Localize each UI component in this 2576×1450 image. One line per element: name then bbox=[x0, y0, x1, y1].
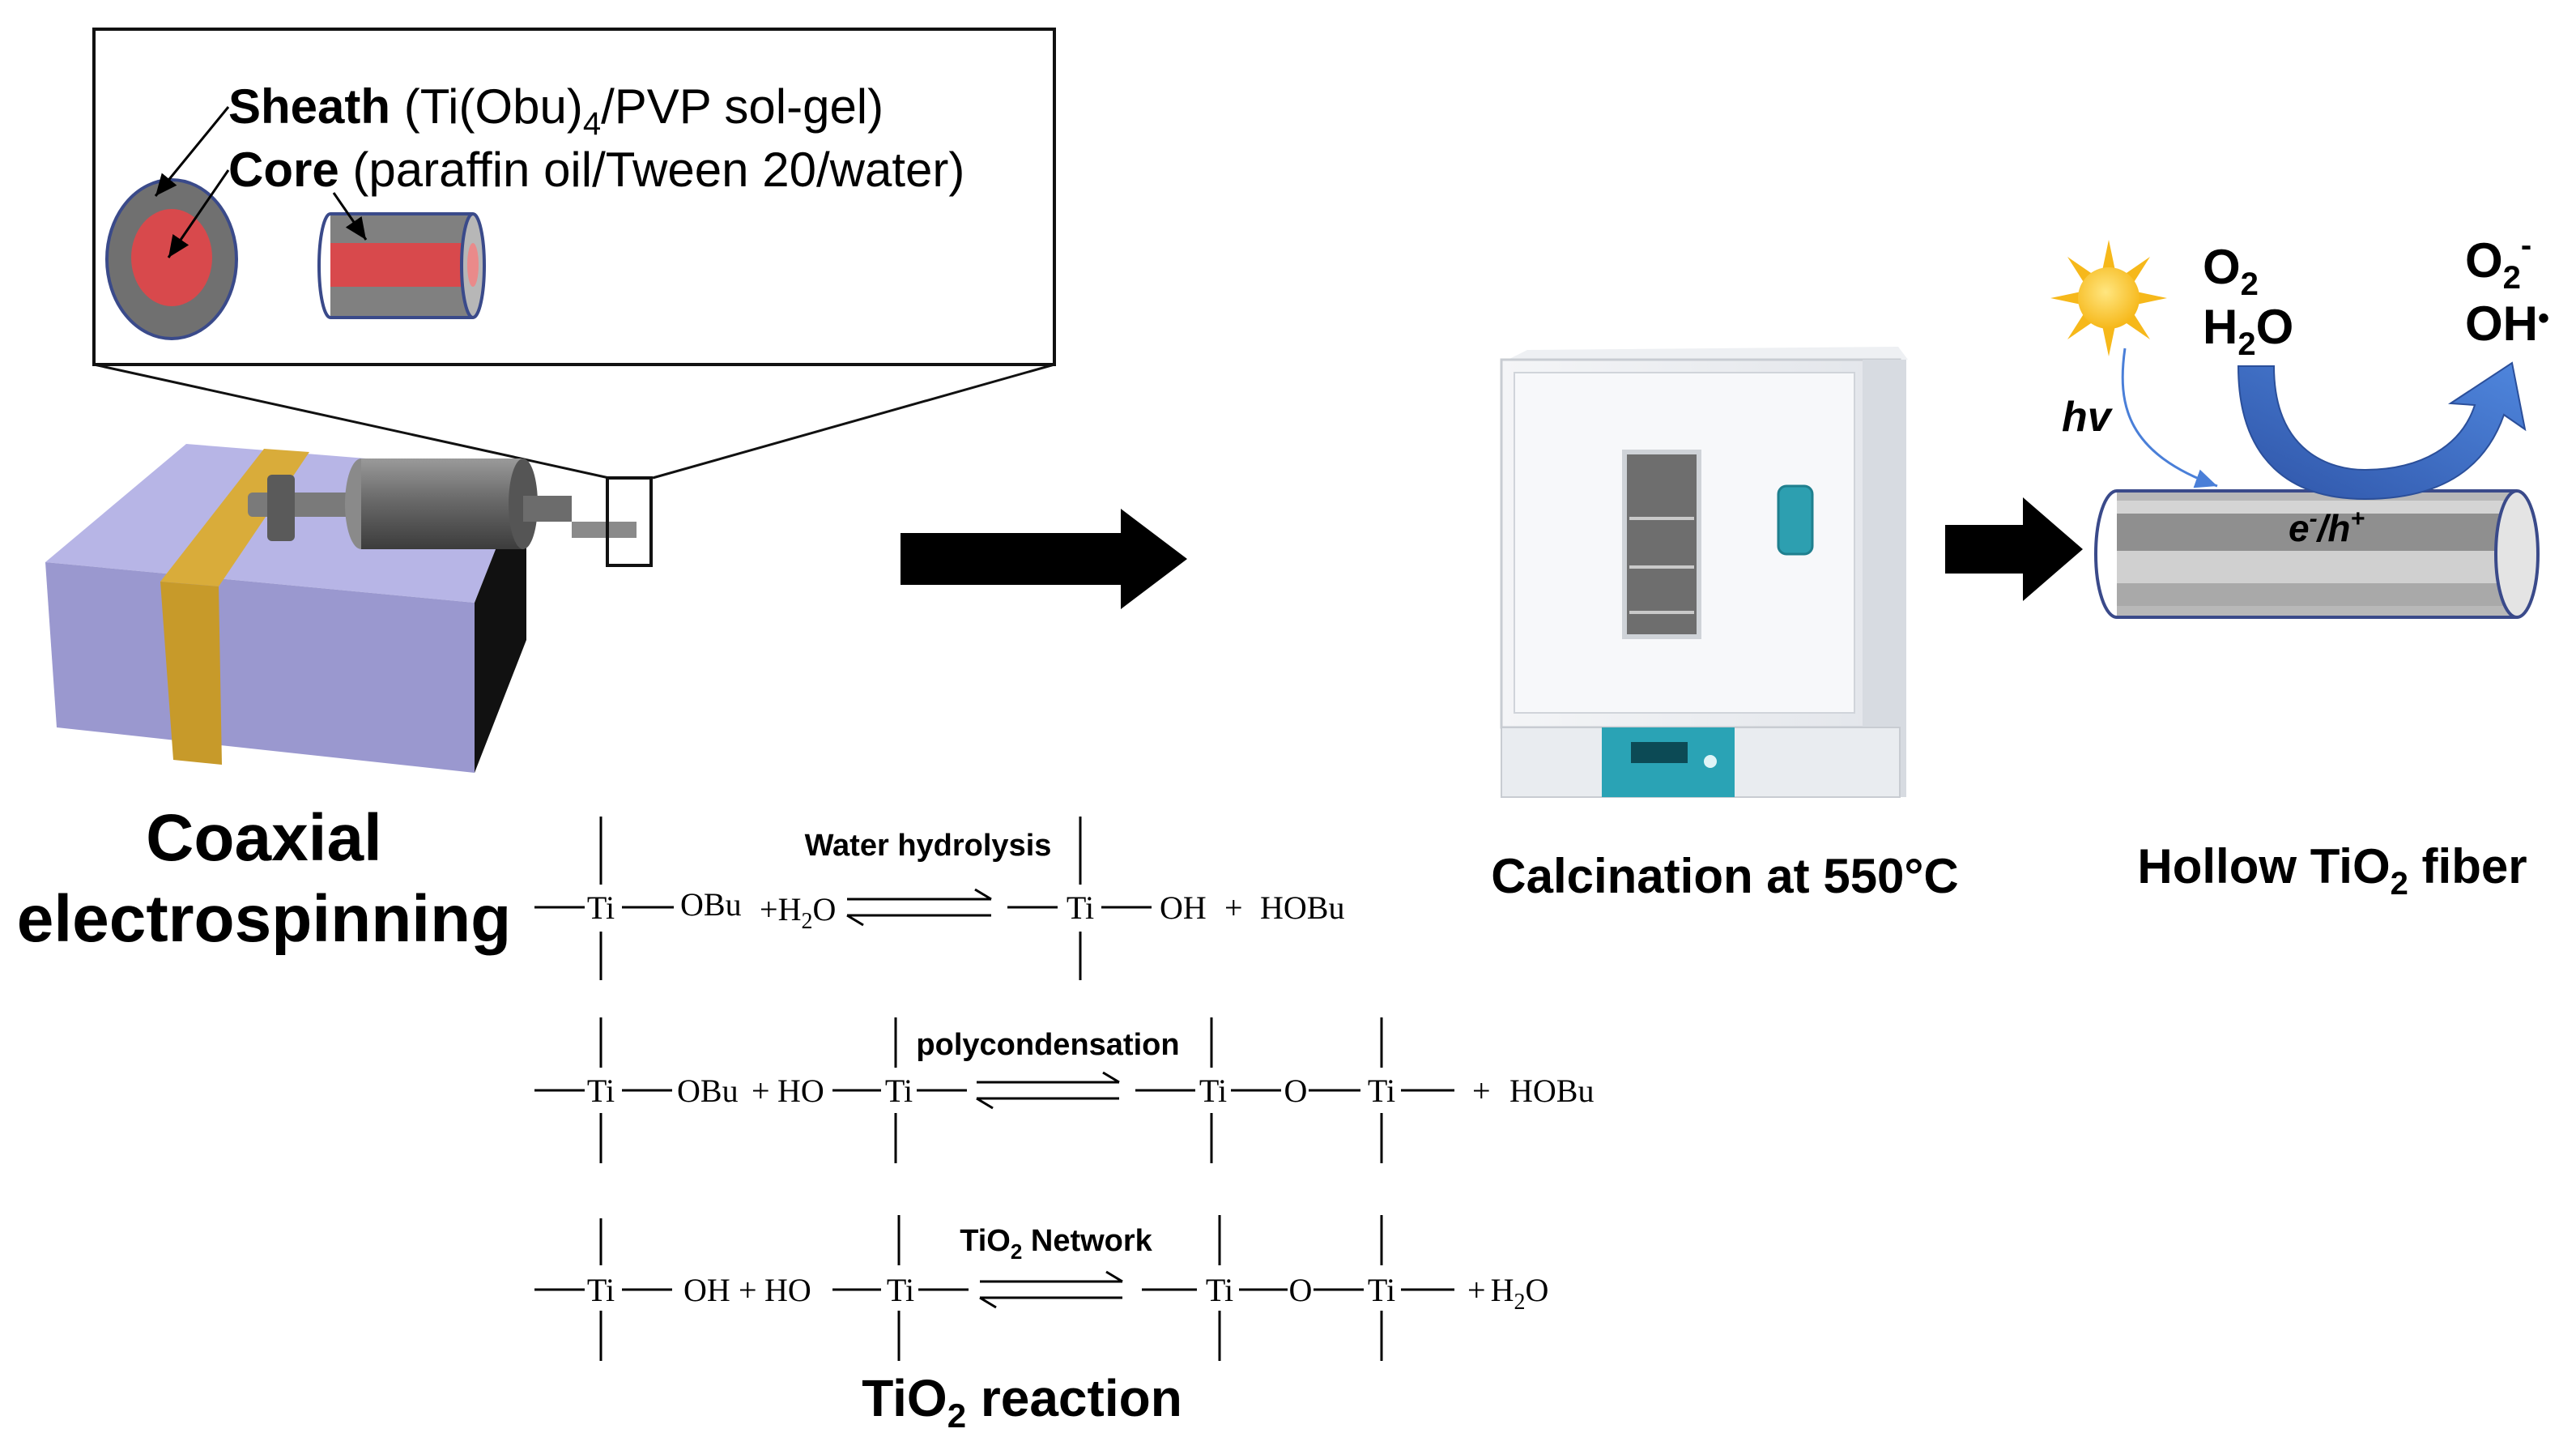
pump-box-front bbox=[45, 562, 475, 773]
reactant-h2o: H2O bbox=[2203, 300, 2293, 362]
process-arrow-1 bbox=[901, 509, 1187, 609]
svg-text:HO: HO bbox=[777, 1073, 824, 1109]
core-cross-section bbox=[131, 209, 212, 306]
core-pointer bbox=[167, 169, 230, 258]
svg-text:Ti: Ti bbox=[587, 1272, 615, 1308]
svg-text:+: + bbox=[739, 1272, 757, 1308]
svg-text:HO: HO bbox=[764, 1272, 811, 1308]
oven-display-front bbox=[1631, 742, 1688, 763]
tio2-reaction-label: TiO2 reaction bbox=[862, 1369, 1182, 1435]
syringe-barrel bbox=[361, 458, 523, 549]
fiber-segment-outline bbox=[317, 212, 473, 319]
product-hydroxyl-radical: OH• bbox=[2465, 296, 2549, 351]
svg-text:Ti: Ti bbox=[1368, 1073, 1395, 1109]
needle-highlight-box bbox=[606, 476, 653, 567]
zoom-line-right bbox=[652, 363, 1055, 480]
svg-text:Ti: Ti bbox=[1199, 1073, 1227, 1109]
calcination-oven bbox=[1500, 347, 1908, 798]
hollow-fiber-label: Hollow TiO2 fiber bbox=[2137, 839, 2527, 902]
fiber-outline bbox=[2094, 489, 2517, 619]
svg-text:OBu: OBu bbox=[677, 1073, 739, 1109]
reaction-row-hydrolysis: Ti OBu +H2O Ti OH + HOBu bbox=[587, 886, 1345, 934]
clamp-band-front bbox=[160, 582, 222, 765]
svg-text:Ti: Ti bbox=[587, 1073, 615, 1109]
hydrolysis-label: Water hydrolysis bbox=[805, 829, 1052, 863]
svg-text:+H2O: +H2O bbox=[1467, 1272, 1548, 1315]
syringe-flange bbox=[267, 475, 295, 541]
svg-text:OBu: OBu bbox=[680, 886, 742, 923]
light-ray bbox=[2121, 348, 2218, 488]
svg-text:+: + bbox=[1224, 889, 1243, 926]
hollow-fiber-photocatalysis: hv e-/h+ O2 H2O O2- OH• bbox=[2050, 228, 2549, 619]
svg-text:Ti: Ti bbox=[885, 1073, 913, 1109]
svg-text:Ti: Ti bbox=[1067, 889, 1094, 926]
fiber-segment-core-end bbox=[467, 243, 479, 287]
syringe-nozzle bbox=[523, 496, 572, 522]
svg-text:Ti: Ti bbox=[1206, 1272, 1233, 1308]
core-sheath-inset: Sheath (Ti(Obu)4/PVP sol-gel) Core (para… bbox=[92, 28, 1056, 366]
fiber-band-light-2 bbox=[2117, 551, 2517, 583]
core-pointer-segment bbox=[332, 192, 368, 241]
process-arrow-2 bbox=[1945, 497, 2083, 601]
oven-window bbox=[1622, 450, 1701, 639]
coaxial-label-line1: Coaxial bbox=[146, 801, 382, 875]
svg-text:HOBu: HOBu bbox=[1509, 1073, 1594, 1109]
svg-text:Ti: Ti bbox=[587, 889, 615, 926]
svg-text:+H2O: +H2O bbox=[760, 891, 836, 934]
inset-frame bbox=[92, 28, 1056, 366]
fiber-band-dark bbox=[2117, 514, 2517, 551]
syringe-needle bbox=[572, 522, 637, 538]
svg-text:O: O bbox=[1289, 1272, 1313, 1308]
core-label: Core (paraffin oil/Tween 20/water) bbox=[228, 143, 964, 197]
oven-knob bbox=[1704, 755, 1717, 768]
coaxial-label-line2: electrospinning bbox=[17, 882, 512, 956]
oven-side bbox=[1863, 360, 1906, 797]
polycondensation-label: polycondensation bbox=[916, 1028, 1179, 1062]
svg-text:OH: OH bbox=[1160, 889, 1207, 926]
svg-text:+: + bbox=[752, 1073, 770, 1109]
sun-icon bbox=[2050, 240, 2167, 356]
svg-text:Ti: Ti bbox=[887, 1272, 914, 1308]
svg-text:OH: OH bbox=[683, 1272, 730, 1308]
sheath-pointer bbox=[154, 106, 230, 197]
svg-text:+: + bbox=[1472, 1073, 1491, 1109]
calcination-label: Calcination at 550°C bbox=[1491, 849, 1959, 903]
svg-text:O: O bbox=[1284, 1073, 1308, 1109]
electrospinning-apparatus bbox=[45, 444, 653, 773]
svg-text:Ti: Ti bbox=[1368, 1272, 1395, 1308]
fiber-end bbox=[2494, 489, 2540, 619]
syringe-plunger bbox=[248, 493, 361, 517]
charge-carrier-label: e-/h+ bbox=[2289, 505, 2365, 549]
svg-text:HOBu: HOBu bbox=[1260, 889, 1344, 926]
redox-curved-arrow bbox=[2237, 361, 2527, 501]
reaction-row-polycondensation: Ti OBu + HO Ti Ti O Ti + HOBu bbox=[587, 1073, 1595, 1109]
product-superoxide: O2- bbox=[2465, 228, 2531, 296]
fiber-band-light-1 bbox=[2117, 501, 2517, 514]
oven-handle bbox=[1777, 484, 1814, 556]
fiber-segment-core bbox=[330, 243, 473, 287]
fiber-band-mid bbox=[2117, 583, 2517, 606]
network-label: TiO2 Network bbox=[960, 1224, 1152, 1264]
reaction-scheme bbox=[534, 817, 1454, 1361]
reactant-o2: O2 bbox=[2203, 240, 2259, 302]
sheath-label: Sheath (Ti(Obu)4/PVP sol-gel) bbox=[228, 79, 884, 142]
reaction-row-network: Ti OH + HO Ti Ti O Ti +H2O bbox=[587, 1272, 1548, 1315]
light-energy-label: hv bbox=[2062, 394, 2114, 441]
